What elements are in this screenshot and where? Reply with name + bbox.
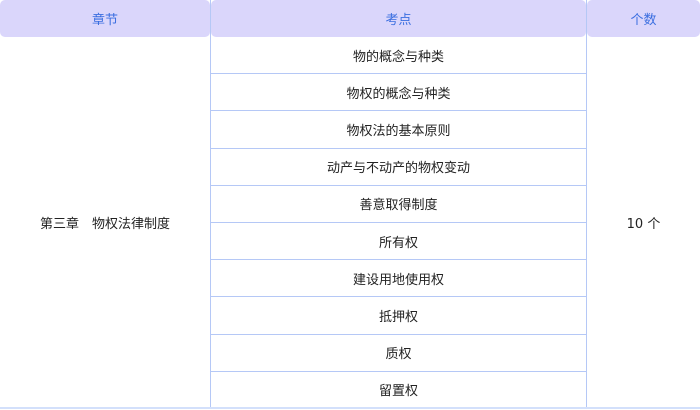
header-chapter: 章节 <box>0 0 210 37</box>
count-cell: 10 个 <box>626 217 661 232</box>
table-row: 质权 <box>211 335 586 372</box>
table-row: 物权法的基本原则 <box>211 111 586 149</box>
column-divider-left <box>210 0 211 409</box>
table-row: 抵押权 <box>211 297 586 335</box>
table-row: 物的概念与种类 <box>211 37 586 75</box>
table-row: 留置权 <box>378 384 418 400</box>
table-row: 所有权 <box>211 223 586 261</box>
table-header: 章节 考点 个数 <box>0 0 700 37</box>
table-row: 动产与不动产的物权变动 <box>211 149 586 186</box>
table-row: 建设用地使用权 <box>211 260 586 298</box>
header-point: 考点 <box>211 0 586 37</box>
points-column: 物的概念与种类 物权的概念与种类 物权法的基本原则 动产与不动产的物权变动 善意… <box>211 37 586 408</box>
table-bottom-border <box>0 407 700 409</box>
header-count: 个数 <box>587 0 700 37</box>
table-body: 第三章 物权法律制度 物的概念与种类 物权的概念与种类 物权法的基本原则 动产与… <box>0 37 700 408</box>
table-row: 物权的概念与种类 <box>211 74 586 112</box>
table-row: 善意取得制度 <box>211 186 586 224</box>
column-divider-right <box>586 0 587 409</box>
chapter-cell: 第三章 物权法律制度 <box>39 217 170 232</box>
